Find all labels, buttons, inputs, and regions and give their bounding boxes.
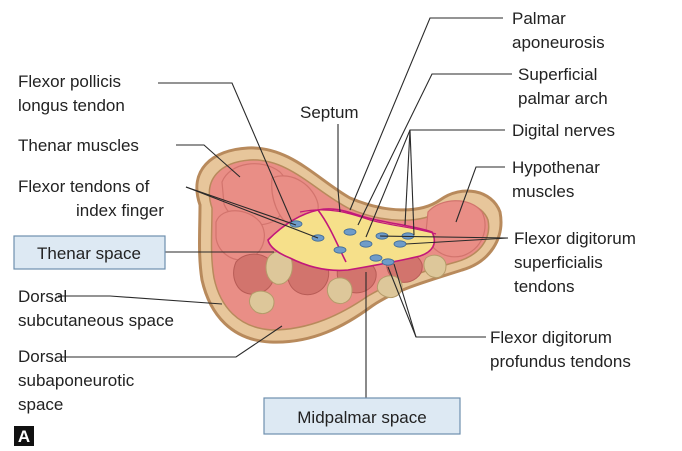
label-hypothenar-muscles: Hypothenar muscles <box>512 158 605 201</box>
tendon-10 <box>370 255 382 261</box>
metacarpal-4 <box>424 255 446 277</box>
midpalmar-space-box: Midpalmar space <box>264 398 460 434</box>
label-superficial-palmar-arch: Superficial palmar arch <box>518 65 608 108</box>
tendon-6 <box>394 241 406 247</box>
tendon-9 <box>334 247 346 253</box>
tendon-7 <box>382 259 394 265</box>
label-midpalmar-space: Midpalmar space <box>297 408 426 427</box>
leader-palmar-aponeurosis <box>350 18 503 210</box>
label-flexor-tendons-index: Flexor tendons of index finger <box>18 177 164 220</box>
label-dorsal-subcutaneous: Dorsal subcutaneous space <box>18 287 174 330</box>
label-digital-nerves: Digital nerves <box>512 121 615 140</box>
metacarpal-2 <box>327 278 352 304</box>
label-flexor-pollicis-longus: Flexor pollicis longus tendon <box>18 72 126 115</box>
hypothenar-muscle <box>426 201 485 257</box>
label-fds-tendons: Flexor digitorum superficialis tendons <box>514 229 641 296</box>
label-thenar-space: Thenar space <box>37 244 141 263</box>
label-palmar-aponeurosis: Palmar aponeurosis <box>512 9 605 52</box>
tendon-4 <box>360 241 372 247</box>
leader-dorsal-subcutaneous <box>58 296 222 304</box>
panel-letter: A <box>14 426 34 446</box>
label-thenar-muscles: Thenar muscles <box>18 136 139 155</box>
tendon-3 <box>344 229 356 235</box>
hand-illustration <box>197 148 501 342</box>
label-septum: Septum <box>300 103 359 122</box>
panel-letter-text: A <box>18 427 30 446</box>
thenar-space-box: Thenar space <box>14 236 165 269</box>
label-fdp-tendons: Flexor digitorum profundus tendons <box>490 328 631 371</box>
